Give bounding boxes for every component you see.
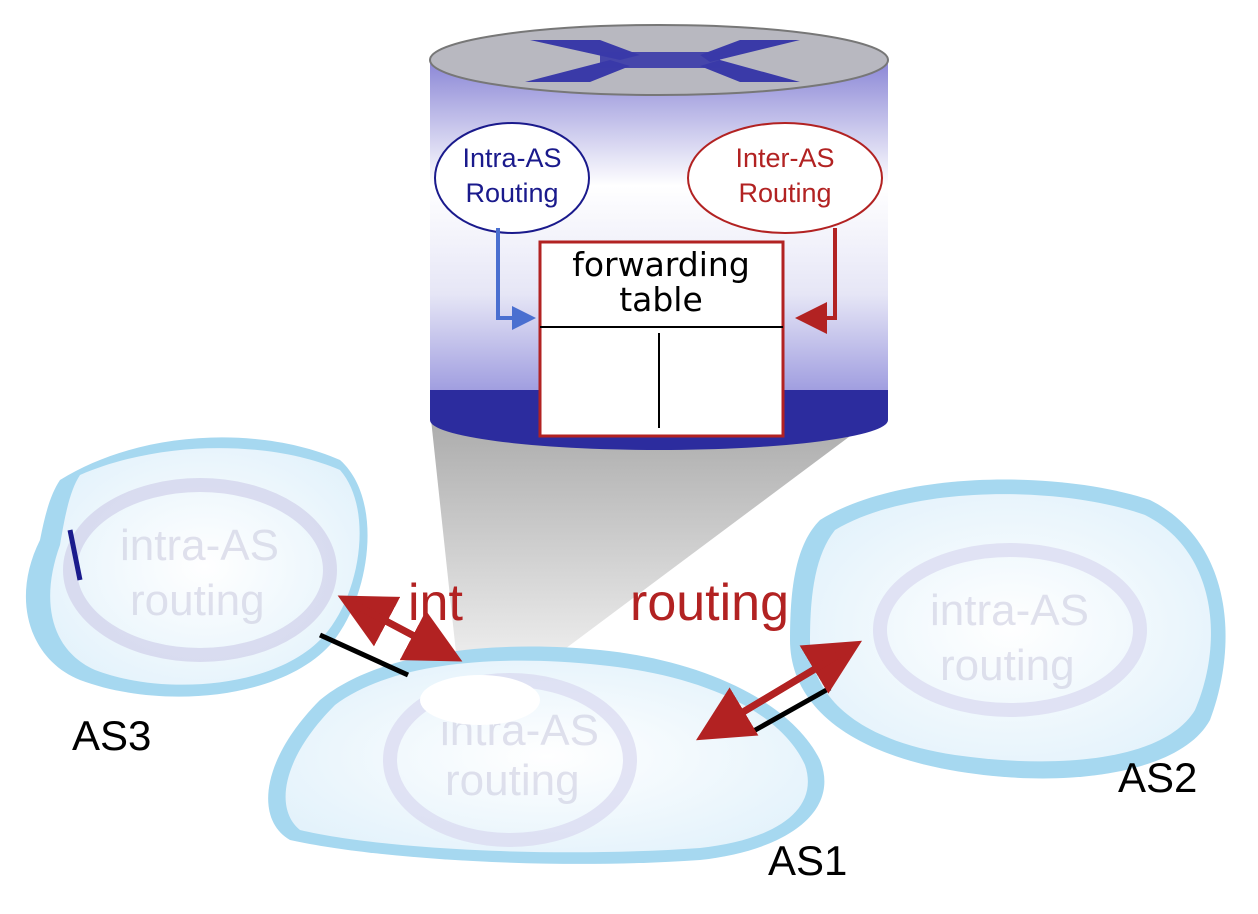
as1-ghost-line2: routing xyxy=(445,756,580,805)
as2-ghost-line2: routing xyxy=(940,641,1075,690)
intra-to-table-arrow xyxy=(496,228,536,330)
as3-ghost-line1: intra-AS xyxy=(120,521,279,570)
link-as1-as2 xyxy=(748,685,832,736)
as3-network: intra-AS routing xyxy=(25,437,368,697)
intra-oval-line2: Routing xyxy=(465,178,558,208)
inter-oval-line2: Routing xyxy=(738,178,831,208)
inter-as-routing-oval: Inter-AS Routing xyxy=(687,122,883,234)
as1-label: AS1 xyxy=(768,837,847,884)
forwarding-table: forwarding table xyxy=(538,240,785,438)
forwarding-table-line1: forwarding xyxy=(572,245,750,284)
as1-network: intra-AS routing xyxy=(268,646,825,864)
as2-label: AS2 xyxy=(1118,754,1197,801)
inter-to-table-arrow xyxy=(795,228,837,334)
as2-ghost-line1: intra-AS xyxy=(930,586,1089,635)
banner-text-left: int xyxy=(408,574,463,632)
forwarding-table-line2: table xyxy=(619,280,703,319)
link-as1-as3 xyxy=(318,632,410,678)
banner-text-right: routing xyxy=(630,574,789,632)
as2-network: intra-AS routing xyxy=(790,479,1226,779)
as3-label: AS3 xyxy=(72,712,151,759)
as3-ghost-line2: routing xyxy=(130,576,265,625)
intra-as-routing-oval: Intra-AS Routing xyxy=(434,122,590,234)
spotlight-cone xyxy=(430,410,885,690)
inter-oval-line1: Inter-AS xyxy=(735,143,834,173)
router-x-icon xyxy=(525,40,800,82)
intra-oval-line1: Intra-AS xyxy=(462,143,561,173)
